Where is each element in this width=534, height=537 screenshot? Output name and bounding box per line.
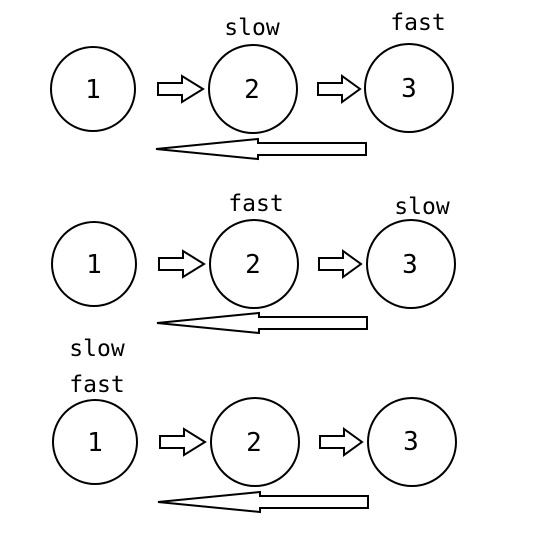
next-arrow (158, 249, 206, 279)
next-arrow (157, 74, 205, 104)
node-3 (364, 43, 454, 133)
node-3-label: 3 (401, 74, 417, 104)
back-arrow (157, 490, 369, 514)
pointer-label-slow: slow (69, 336, 125, 362)
next-arrow (317, 74, 362, 104)
diagram-row-3: 1 2 3 slow fast (52, 336, 457, 514)
node-1 (52, 399, 138, 485)
back-arrow (156, 311, 368, 335)
next-arrow (318, 249, 363, 279)
node-1-label: 1 (87, 428, 103, 458)
pointer-label-slow: slow (224, 15, 280, 41)
node-3-label: 3 (403, 427, 419, 457)
diagram-row-1: 1 2 3 slow fast (50, 10, 454, 161)
node-2 (209, 219, 299, 309)
node-3-label: 3 (402, 250, 418, 280)
node-1 (51, 221, 137, 307)
node-2 (208, 44, 298, 134)
node-3 (367, 397, 457, 487)
node-2-label: 2 (244, 75, 260, 105)
pointer-label-slow: slow (394, 194, 450, 220)
node-1 (50, 46, 136, 132)
node-2 (210, 397, 300, 487)
next-arrow (319, 427, 364, 457)
diagram-row-2: 1 2 3 fast slow (51, 191, 456, 335)
pointer-label-fast: fast (69, 372, 124, 398)
node-1-label: 1 (86, 250, 102, 280)
next-arrow (159, 427, 207, 457)
node-2-label: 2 (245, 250, 261, 280)
pointer-label-fast: fast (390, 10, 445, 36)
node-2-label: 2 (246, 428, 262, 458)
pointer-label-fast: fast (228, 191, 283, 217)
node-1-label: 1 (85, 75, 101, 105)
back-arrow (155, 137, 367, 161)
node-3 (366, 219, 456, 309)
